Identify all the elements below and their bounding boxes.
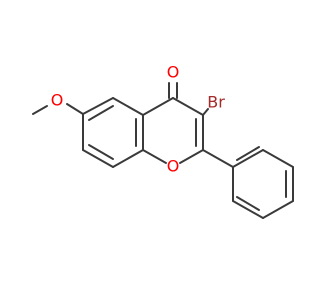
bond-ph4-ph5 <box>262 200 294 219</box>
bond-c3-br <box>202 108 209 116</box>
bonds <box>32 82 294 219</box>
bond-c8-c7 <box>82 149 114 168</box>
bond-ph5-ph6-inner <box>236 196 260 211</box>
bond-c2-ph <box>202 149 234 168</box>
molecule-structure-diagram: O Br O O <box>32 63 294 219</box>
bond-ph1-ph2 <box>232 149 264 168</box>
bond-ph5-ph6 <box>232 200 264 219</box>
bond-c8a-c8 <box>112 149 144 168</box>
bond-c6-c5-inner <box>88 105 114 121</box>
ring-oxygen-atom: O <box>167 157 180 176</box>
methoxy-oxygen-label: O <box>51 91 64 110</box>
bond-ph1-ph2-inner <box>236 146 260 161</box>
carbonyl-oxygen-label: O <box>167 63 180 82</box>
bond-c8-c7-inner <box>88 144 114 160</box>
atom-labels: O Br O O <box>51 63 225 176</box>
bromine-label: Br <box>207 93 225 112</box>
bond-o-c6 <box>66 103 84 115</box>
bond-c6-c5 <box>82 97 114 115</box>
bond-methyl-o <box>32 105 48 115</box>
bond-o1-c8a <box>142 149 167 164</box>
ring-oxygen-label: O <box>167 157 180 176</box>
bond-c4a-c4 <box>142 97 174 116</box>
bromine-atom: Br <box>207 93 225 112</box>
bond-c2-o1 <box>179 149 204 164</box>
bond-ph2-ph3 <box>262 149 294 168</box>
bond-c5-c4a <box>112 97 144 116</box>
carbonyl-oxygen-atom: O <box>167 63 180 82</box>
bond-c4-c3 <box>172 97 204 116</box>
methoxy-oxygen-atom: O <box>51 91 64 110</box>
